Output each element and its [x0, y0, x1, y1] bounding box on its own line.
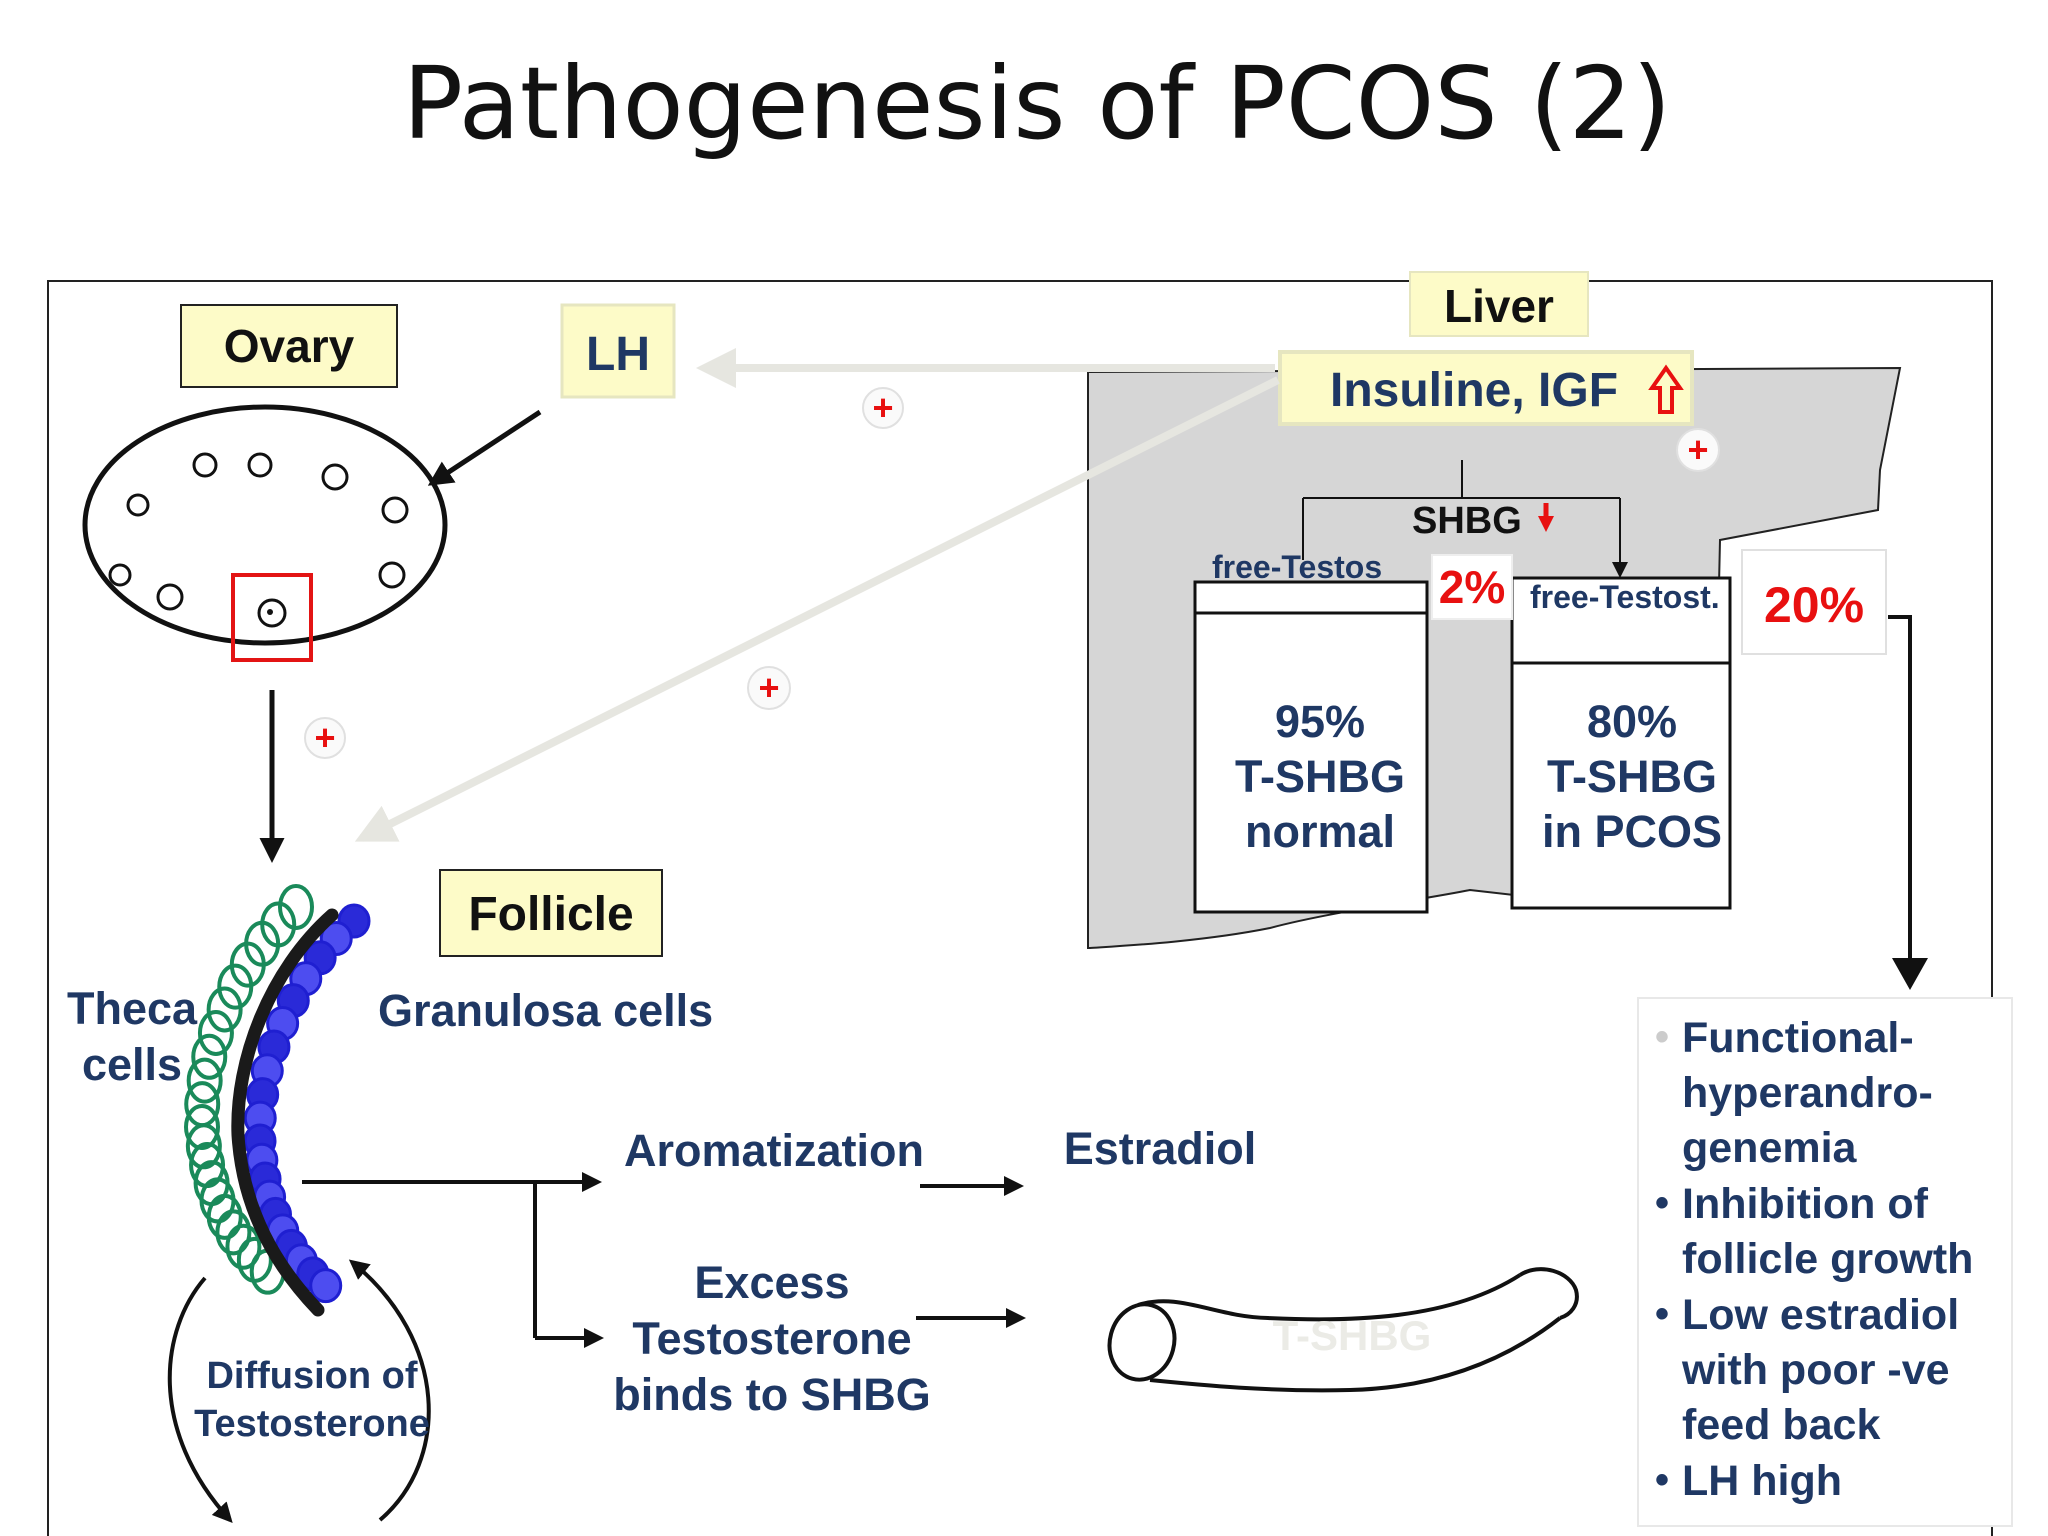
free-testos-pcos-label: free-Testost. [1530, 579, 1720, 615]
insulin-igf-label: Insuline, IGF [1330, 364, 1618, 417]
excess-label-line3: binds to SHBG [613, 1369, 930, 1420]
follicle-label-box [439, 869, 663, 957]
free-testos-normal-label: free-Testos [1212, 549, 1382, 585]
effect-3-line1: Low estradiol [1682, 1291, 1959, 1339]
page-title: Pathogenesis of PCOS (2) [403, 45, 1671, 162]
theca-cell [186, 1057, 223, 1104]
theca-label-line2: cells [82, 1039, 182, 1090]
diffusion-label-line1: Diffusion of [206, 1355, 417, 1397]
theca-cell [191, 1033, 228, 1080]
svg-text:+: + [1687, 429, 1708, 470]
pct-20-box [1741, 549, 1887, 655]
shbg-tube [1107, 1267, 1579, 1393]
theca-cell [206, 1193, 243, 1240]
plus-sign-liver: + [1676, 428, 1720, 472]
effect-4-line1: LH high [1682, 1457, 1842, 1505]
tube-label: T-SHBG [1273, 1312, 1432, 1359]
red-up-arrow-icon [1648, 364, 1684, 414]
effect-2-line1: Inhibition of [1682, 1180, 1929, 1228]
theca-cell [225, 1223, 262, 1270]
effect-bullet-4: • [1655, 1458, 1669, 1502]
ovary-follicle-icon [257, 598, 287, 628]
ovary-follicle-icon [321, 463, 349, 491]
plus-sign-follicle: + [747, 666, 791, 710]
diffusion-label-line2: Testosterone [194, 1403, 430, 1445]
shbg-label: SHBG [1412, 500, 1522, 542]
theca-cell [197, 1010, 234, 1056]
granulosa-cell [309, 1268, 343, 1304]
theca-cell [206, 986, 243, 1033]
excess-label-line2: Testosterone [632, 1313, 911, 1364]
bar-pcos [1510, 576, 1732, 910]
bar-pcos-percent: 80% [1587, 696, 1677, 747]
effects-box [1637, 997, 2013, 1527]
effect-bullet-1: • [1655, 1015, 1669, 1059]
pct-to-effects-arrow [1888, 615, 1912, 965]
bar-normal-caption: normal [1245, 806, 1395, 857]
effect-1-line3: genemia [1682, 1124, 1858, 1172]
aromatization-label: Aromatization [624, 1125, 924, 1176]
bar-pcos-caption: in PCOS [1542, 806, 1722, 857]
basement-membrane [231, 908, 339, 1317]
diffusion-cycle-arrows [167, 1259, 431, 1523]
effect-2-line2: follicle growth [1682, 1235, 1973, 1283]
effect-1-line1: Functional- [1682, 1014, 1914, 1062]
pct-2-box [1431, 554, 1513, 620]
svg-text:+: + [872, 387, 893, 428]
theca-cell [215, 1209, 252, 1256]
ovary-follicle-icon [108, 563, 132, 587]
insulin-igf-box [1278, 350, 1694, 426]
excess-label-line1: Excess [694, 1257, 849, 1308]
diagram-frame [47, 280, 1993, 1536]
shbg-split-connector [1302, 460, 1621, 570]
theca-cell [185, 1123, 222, 1170]
insulin-to-follicle-arrow [354, 376, 1280, 842]
ovary-follicle-icon [247, 452, 273, 478]
bar-normal [1193, 580, 1429, 914]
follicle-wall [184, 884, 371, 1317]
ovary-follicle-icon [126, 493, 150, 517]
effect-3-line3: feed back [1682, 1401, 1880, 1449]
ovary-follicle-icon [378, 561, 406, 589]
theca-cell [184, 1104, 220, 1150]
effects-list: • Functional- hyperandro- genemia • Inhi… [1655, 1014, 1973, 1505]
effect-3-line2: with poor -ve [1681, 1346, 1950, 1394]
ovary-follicle-icon [156, 583, 184, 611]
ovary-follicle-icon [192, 452, 218, 478]
follicle-branch-arrows [302, 1172, 1026, 1348]
pct-2-label: 2% [1439, 561, 1505, 613]
ovary-label-box [180, 304, 398, 388]
bar-pcos-name: T-SHBG [1547, 751, 1717, 802]
plus-sign-lh: + [862, 387, 904, 429]
liver-label: Liver [1444, 280, 1554, 332]
lh-to-ovary-arrow [427, 409, 542, 486]
liver-label-box [1409, 271, 1589, 337]
red-down-arrow-icon [1538, 503, 1554, 532]
svg-text:+: + [758, 667, 779, 708]
ovary-label: Ovary [224, 320, 355, 372]
effect-bullet-2: • [1655, 1181, 1669, 1225]
theca-cell [217, 963, 254, 1010]
ovary-focus-box [231, 573, 313, 662]
bar-normal-percent: 95% [1275, 696, 1365, 747]
bar-normal-name: T-SHBG [1235, 751, 1405, 802]
ovary-diagram [82, 404, 448, 662]
shbg-split-arrowhead [1612, 562, 1628, 578]
effect-bullet-3: • [1655, 1292, 1669, 1336]
svg-text:+: + [314, 717, 335, 758]
pct-20-label: 20% [1764, 577, 1864, 633]
theca-label-line1: Theca [67, 983, 198, 1034]
plus-sign-ovary: + [304, 717, 346, 759]
estradiol-label: Estradiol [1064, 1123, 1257, 1174]
follicle-label: Follicle [468, 888, 633, 941]
effect-1-line2: hyperandro- [1682, 1069, 1933, 1117]
pct-to-effects-arrowhead [1892, 958, 1928, 990]
lh-label-box [560, 303, 676, 399]
ovary-follicle-icon [381, 496, 409, 524]
lh-label: LH [586, 328, 650, 381]
granulosa-label: Granulosa cells [378, 985, 713, 1036]
ovary-outline [82, 404, 448, 646]
